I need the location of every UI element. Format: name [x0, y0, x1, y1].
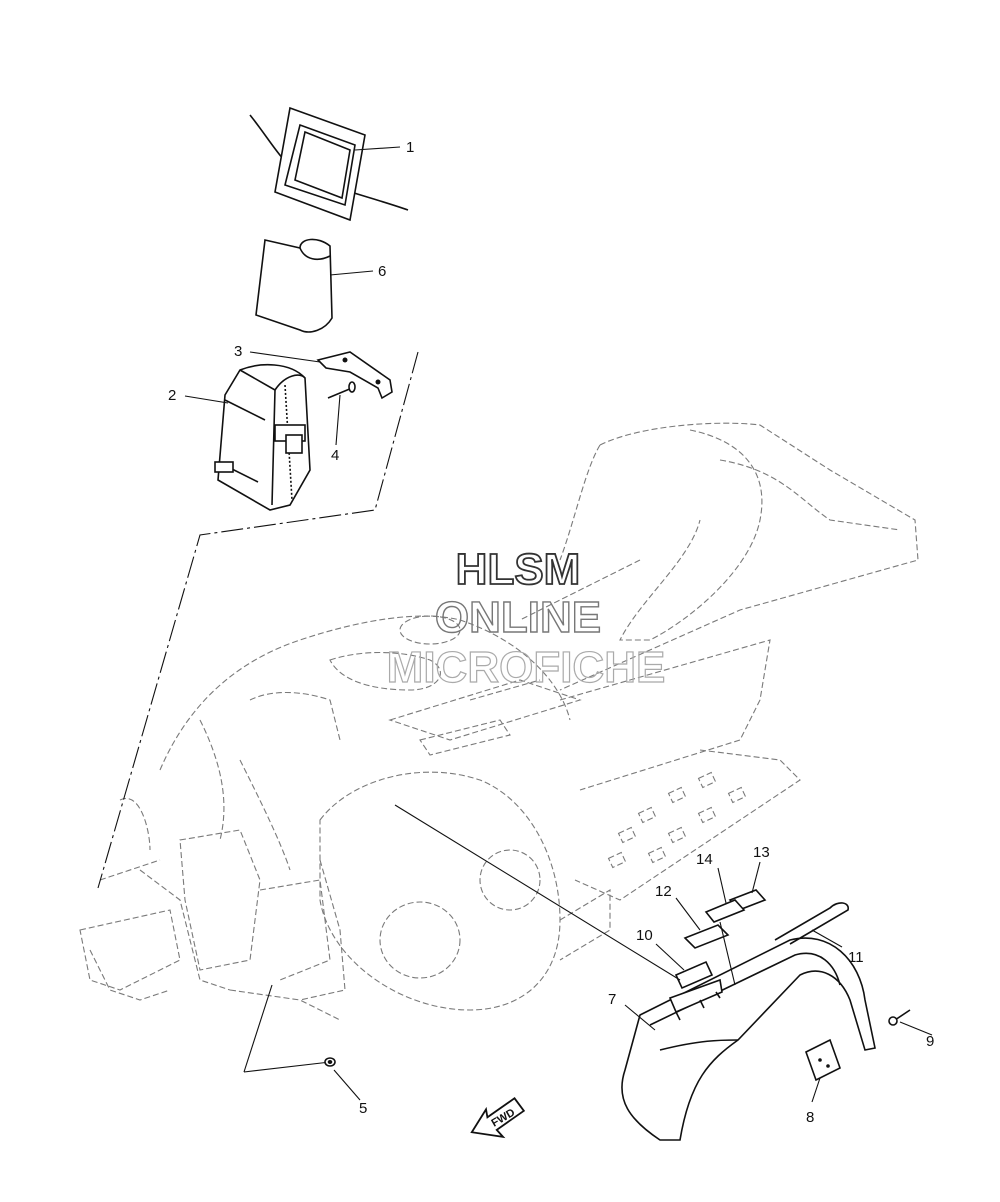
part-4-rivet: [327, 381, 356, 399]
part-10-clip: [668, 960, 723, 1021]
part-11-hook: [774, 902, 849, 945]
callout-7: 7: [608, 991, 616, 1008]
part-8-plate: [805, 1038, 841, 1082]
callout-11: 11: [848, 949, 864, 966]
callout-14: 14: [696, 851, 713, 868]
watermark-line3: MICROFICHE: [387, 643, 666, 692]
callout-8: 8: [806, 1109, 814, 1126]
part-5-washer: [324, 1057, 336, 1067]
callout-2: 2: [168, 387, 176, 404]
callout-numbers: 1 2 3 4 5 6 7 8 9 10 11 12 13 14: [168, 139, 934, 1126]
callout-leaders: [184, 146, 933, 1103]
footrest-tread: [607, 771, 747, 869]
part-3-bracket: [316, 351, 393, 400]
part-7-rear-flap: [621, 937, 876, 1141]
part-9-screw: [888, 1009, 911, 1026]
part-6-sleeve: [255, 238, 333, 333]
callout-1: 1: [406, 139, 414, 156]
fwd-arrow: FWD: [470, 1097, 526, 1139]
assembly-boundary: [97, 351, 419, 1073]
callout-12: 12: [655, 883, 672, 900]
watermark-line2: ONLINE: [435, 593, 601, 642]
part-14-label: [704, 899, 746, 923]
callout-13: 13: [753, 844, 770, 861]
callout-4: 4: [331, 447, 339, 464]
part-12-label: [683, 924, 730, 949]
part-2-toolbag: [214, 363, 311, 511]
part-1-pouch: [249, 106, 409, 222]
snowmobile-ghost-outline: [79, 422, 919, 1021]
watermark: HLSM ONLINE MICROFICHE: [386, 544, 666, 693]
callout-5: 5: [359, 1100, 367, 1117]
callout-3: 3: [234, 343, 242, 360]
callout-6: 6: [378, 263, 386, 280]
callout-9: 9: [926, 1033, 934, 1050]
callout-10: 10: [636, 927, 653, 944]
watermark-line1: HLSM: [456, 545, 581, 594]
